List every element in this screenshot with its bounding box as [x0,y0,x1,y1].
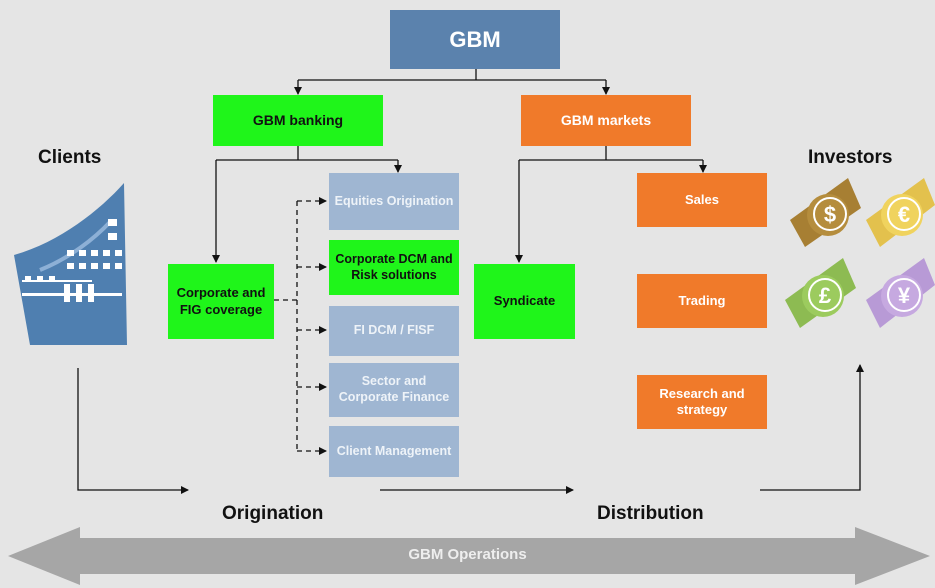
coverage-dashed-connectors [274,197,327,455]
svg-text:$: $ [824,202,836,227]
research-strategy-box: Research and strategy [637,375,767,429]
gbm-connectors [294,69,610,95]
gbm-markets-box: GBM markets [521,95,691,146]
sales-box: Sales [637,173,767,227]
svg-text:£: £ [819,283,832,308]
fi-dcm-fisf-box: FI DCM / FISF [329,306,459,356]
sector-corporate-finance-box: Sector and Corporate Finance [329,363,459,417]
svg-text:€: € [898,202,910,227]
markets-connectors [515,146,707,263]
gbm-operations-label: GBM Operations [408,546,527,563]
syndicate-box: Syndicate [474,264,575,339]
svg-text:¥: ¥ [898,283,911,308]
gbm-banking-box: GBM banking [213,95,383,146]
dollar-icon: $ [790,178,861,247]
operations-arrow [8,527,930,585]
clients-building-icon [14,183,127,345]
flow-arrows [77,364,864,494]
clients-label: Clients [38,147,102,168]
gbm-box: GBM [390,10,560,69]
corporate-fig-coverage-box: Corporate and FIG coverage [168,264,274,339]
yen-icon: ¥ [866,258,935,328]
client-management-box: Client Management [329,426,459,477]
pound-icon: £ [785,258,856,328]
equities-origination-box: Equities Origination [329,173,459,230]
investors-label: Investors [808,147,893,168]
distribution-label: Distribution [597,503,704,524]
origination-label: Origination [222,503,324,524]
trading-box: Trading [637,274,767,328]
corporate-dcm-risk-box: Corporate DCM and Risk solutions [329,240,459,295]
euro-icon: € [866,178,935,247]
banking-connectors [212,146,402,263]
